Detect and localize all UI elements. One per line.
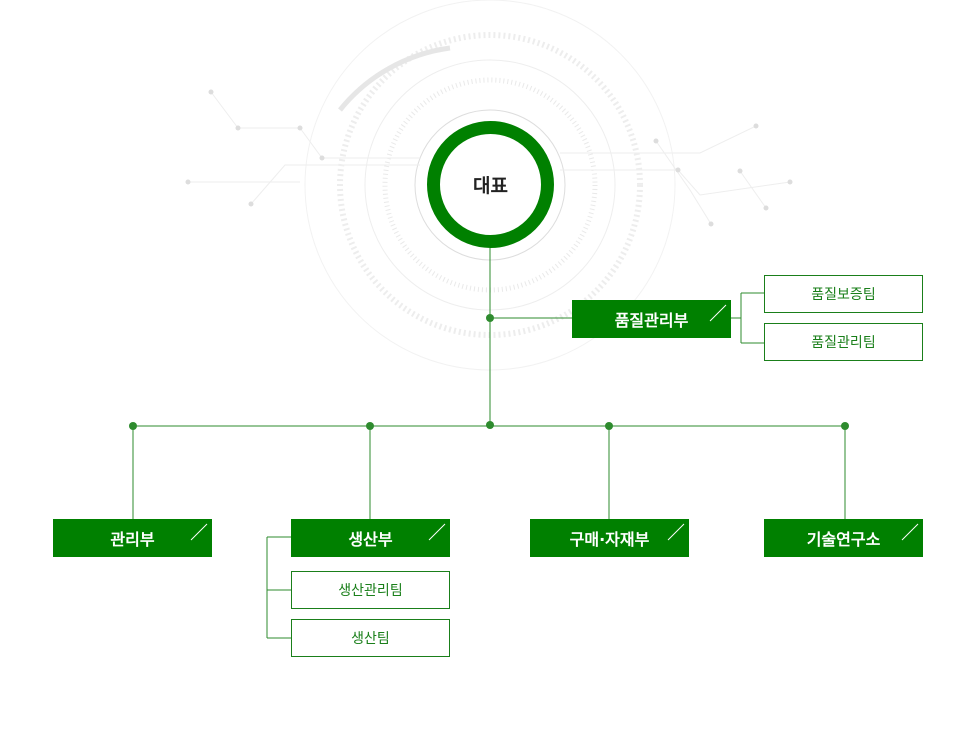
dept-label: 구매·자재부 <box>569 530 650 549</box>
team-quality-control[interactable]: 품질관리팀 <box>764 323 923 361</box>
team-label: 품질관리팀 <box>811 335 876 351</box>
dept-research-institute[interactable]: 기술연구소 <box>764 519 923 557</box>
ceo-label: 대표 <box>473 175 508 197</box>
dept-label: 생산부 <box>348 530 393 549</box>
corner-slash-icon <box>190 523 208 541</box>
team-production-management[interactable]: 생산관리팀 <box>291 571 450 609</box>
team-quality-assurance[interactable]: 품질보증팀 <box>764 275 923 313</box>
dept-administration[interactable]: 관리부 <box>53 519 212 557</box>
dept-label: 기술연구소 <box>806 530 881 549</box>
dept-production[interactable]: 생산부 <box>291 519 450 557</box>
junction-dots <box>129 314 849 430</box>
corner-slash-icon <box>709 304 727 322</box>
dept-label: 품질관리부 <box>614 311 689 330</box>
corner-slash-icon <box>901 523 919 541</box>
connector-lines <box>132 248 846 639</box>
team-production[interactable]: 생산팀 <box>291 619 450 657</box>
team-label: 생산관리팀 <box>338 583 403 599</box>
ceo-node: 대표 <box>427 121 554 248</box>
dept-quality-management[interactable]: 품질관리부 <box>572 300 731 338</box>
team-label: 생산팀 <box>351 631 390 647</box>
corner-slash-icon <box>428 523 446 541</box>
dept-purchasing-materials[interactable]: 구매·자재부 <box>530 519 689 557</box>
team-label: 품질보증팀 <box>811 287 876 303</box>
dept-label: 관리부 <box>110 530 155 549</box>
corner-slash-icon <box>667 523 685 541</box>
